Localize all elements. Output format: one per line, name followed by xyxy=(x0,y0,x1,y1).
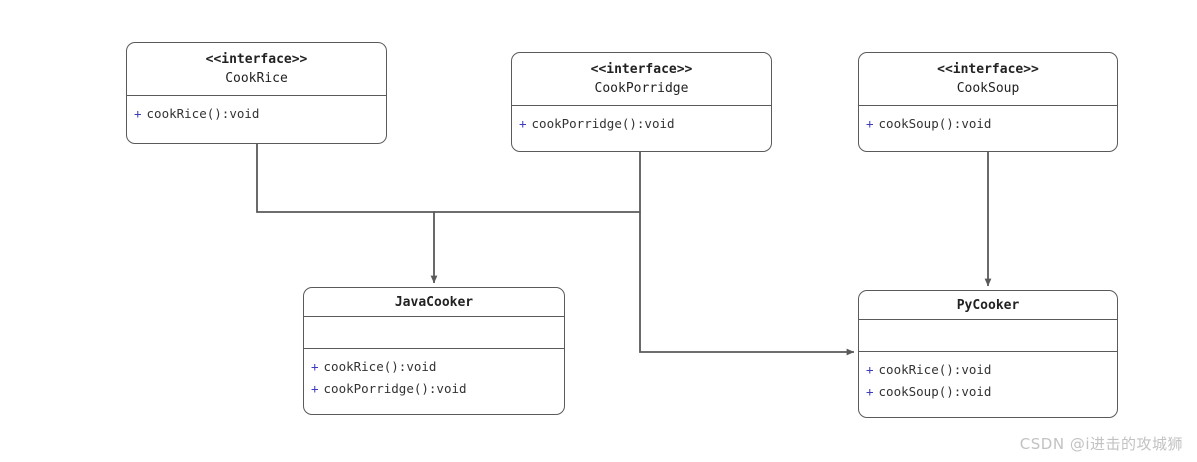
visibility-marker: + xyxy=(311,381,319,396)
cookporridge-header: <<interface>> CookPorridge xyxy=(512,53,771,105)
pycooker-methods: + cookRice():void + cookSoup():void xyxy=(859,351,1117,417)
pycooker-attributes xyxy=(859,319,1117,351)
class-box-javacooker[interactable]: JavaCooker + cookRice():void + cookPorridg… xyxy=(303,287,565,415)
method-row: + cookRice():void xyxy=(311,356,564,378)
method-signature: cookPorridge():void xyxy=(323,381,467,396)
method-signature: cookRice():void xyxy=(878,362,992,377)
method-signature: cookSoup():void xyxy=(878,384,992,399)
method-row: + cookSoup():void xyxy=(866,113,1117,135)
class-box-cooksoup[interactable]: <<interface>> CookSoup + cookSoup():void xyxy=(858,52,1118,152)
class-box-cookrice[interactable]: <<interface>> CookRice + cookRice():void xyxy=(126,42,387,144)
visibility-marker: + xyxy=(134,106,142,121)
visibility-marker: + xyxy=(519,116,527,131)
javacooker-attributes xyxy=(304,316,564,348)
cookporridge-methods: + cookPorridge():void xyxy=(512,105,771,151)
csdn-watermark: CSDN @i进击的攻城狮 xyxy=(1019,435,1183,453)
cooksoup-stereotype: <<interface>> xyxy=(937,62,1039,77)
method-row: + cookPorridge():void xyxy=(311,378,564,400)
cooksoup-name: CookSoup xyxy=(956,81,1020,96)
visibility-marker: + xyxy=(866,116,874,131)
pycooker-header: PyCooker xyxy=(859,291,1117,319)
method-row: + cookRice():void xyxy=(134,103,386,125)
cooksoup-header: <<interface>> CookSoup xyxy=(859,53,1117,105)
visibility-marker: + xyxy=(866,362,874,377)
javacooker-methods: + cookRice():void + cookPorridge():void xyxy=(304,348,564,414)
edge-cookrice-to-javacooker xyxy=(256,144,438,284)
method-row: + cookRice():void xyxy=(866,359,1117,381)
class-box-cookporridge[interactable]: <<interface>> CookPorridge + cookPorridge… xyxy=(511,52,772,152)
method-signature: cookPorridge():void xyxy=(531,116,675,131)
visibility-marker: + xyxy=(866,384,874,399)
cookporridge-stereotype: <<interface>> xyxy=(590,62,693,77)
method-row: + cookPorridge():void xyxy=(519,113,771,135)
pycooker-name: PyCooker xyxy=(956,297,1020,313)
method-row: + cookSoup():void xyxy=(866,381,1117,403)
javacooker-header: JavaCooker xyxy=(304,288,564,316)
cooksoup-methods: + cookSoup():void xyxy=(859,105,1117,151)
cookrice-header: <<interface>> CookRice xyxy=(127,43,386,95)
visibility-marker: + xyxy=(311,359,319,374)
cookrice-name: CookRice xyxy=(225,71,288,86)
cookporridge-name: CookPorridge xyxy=(594,81,689,96)
javacooker-name: JavaCooker xyxy=(394,294,474,310)
method-signature: cookRice():void xyxy=(323,359,437,374)
method-signature: cookRice():void xyxy=(146,106,260,121)
edge-cookporridge-to-javacooker xyxy=(434,152,641,213)
class-box-pycooker[interactable]: PyCooker + cookRice():void + cookSoup():vo… xyxy=(858,290,1118,418)
cookrice-methods: + cookRice():void xyxy=(127,95,386,143)
cookrice-stereotype: <<interface>> xyxy=(205,52,308,67)
method-signature: cookSoup():void xyxy=(878,116,992,131)
edge-cookporridge-to-pycooker xyxy=(639,212,855,356)
